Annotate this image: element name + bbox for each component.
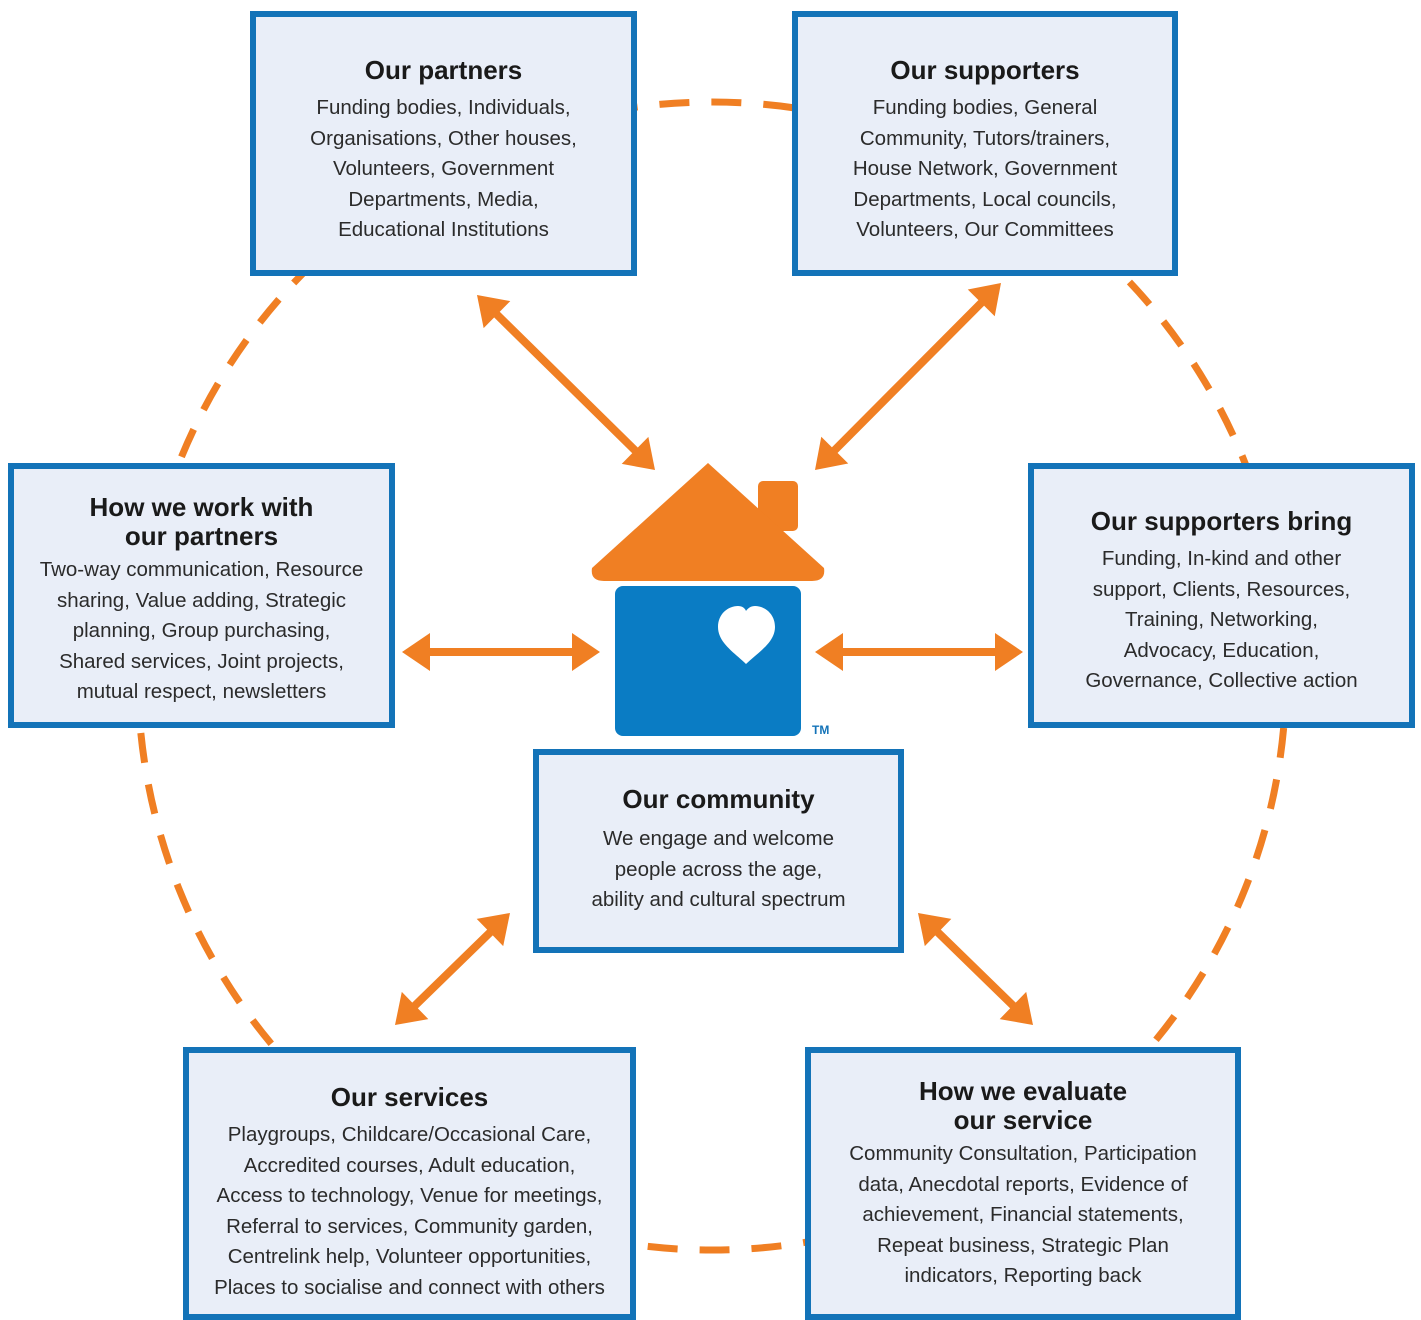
arrowhead	[918, 913, 952, 947]
text-line: sharing, Value adding, Strategic	[56, 588, 347, 612]
text-line: Community, Tutors/trainers,	[859, 126, 1111, 150]
arrow-services-community	[395, 913, 510, 1025]
text-line: indicators, Reporting back	[904, 1264, 1142, 1287]
house-icon	[591, 463, 825, 736]
arrowhead	[621, 436, 655, 470]
title-line: our service	[953, 1105, 1093, 1135]
text-line: Governance, Collective action	[1085, 669, 1358, 692]
community-text: We engage and welcome people across the …	[539, 824, 898, 916]
arrow-partners-house	[477, 295, 655, 470]
arrowhead	[815, 436, 849, 470]
text-line: planning, Group purchasing,	[72, 619, 331, 642]
text-line: Educational Institutions	[338, 218, 549, 241]
house-body	[615, 586, 801, 736]
text-line: Volunteers, Our Committees	[856, 218, 1114, 241]
community-title: Our community	[622, 784, 815, 814]
text-line: data, Anecdotal reports, Evidence of	[858, 1172, 1188, 1196]
text-line: Access to technology, Venue for meetings…	[216, 1184, 603, 1207]
text-line: Departments, Media,	[348, 187, 539, 211]
arrowhead	[402, 633, 430, 671]
arrow-shaft	[829, 297, 987, 456]
text-line: Two-way communication, Resource	[39, 558, 364, 581]
arrow-shaft	[491, 308, 641, 457]
arrowhead	[995, 633, 1023, 671]
partners-text: Funding bodies, Individuals, Organisatio…	[256, 93, 631, 246]
text-line: achievement, Financial statements,	[862, 1203, 1184, 1226]
text-line: ability and cultural spectrum	[591, 888, 846, 911]
text-line: Funding bodies, Individuals,	[316, 96, 571, 119]
arrowhead	[477, 295, 511, 329]
evaluate-title: How we evaluate our service	[811, 1077, 1235, 1135]
text-line: Funding, In-kind and other	[1101, 547, 1342, 570]
text-line: mutual respect, newsletters	[76, 680, 327, 703]
text-line: Referral to services, Community garden,	[226, 1214, 593, 1238]
arrow-supporters-house	[815, 283, 1001, 470]
text-line: Community Consultation, Participation	[849, 1142, 1197, 1165]
heart-icon	[718, 606, 775, 664]
partners-title: Our partners	[364, 55, 523, 85]
arrowhead	[476, 913, 510, 947]
arrowhead	[967, 283, 1001, 317]
arrowhead	[999, 991, 1033, 1025]
supporters-bring-text: Funding, In-kind and other support, Clie…	[1034, 544, 1409, 697]
arrow-evaluate-community	[918, 913, 1033, 1025]
title-line: How we work with	[89, 492, 314, 522]
text-line: Organisations, Other houses,	[310, 126, 577, 150]
text-line: Centrelink help, Volunteer opportunities…	[227, 1245, 592, 1268]
text-line: Shared services, Joint projects,	[59, 649, 344, 673]
arrow-supporters-bring-house	[815, 633, 1023, 671]
text-line: We engage and welcome	[603, 827, 834, 850]
title-line: How we evaluate	[918, 1076, 1128, 1106]
text-line: Places to socialise and connect with oth…	[214, 1275, 605, 1299]
evaluate-box: How we evaluate our service Community Co…	[805, 1047, 1241, 1320]
text-line: Training, Networking,	[1125, 608, 1318, 631]
house-roof	[591, 463, 825, 581]
text-line: Volunteers, Government	[332, 157, 555, 180]
supporters-text: Funding bodies, General Community, Tutor…	[798, 93, 1172, 246]
text-line: people across the age,	[614, 857, 823, 881]
text-line: Advocacy, Education,	[1123, 638, 1320, 662]
arrowhead	[395, 991, 429, 1025]
text-line: support, Clients, Resources,	[1092, 577, 1351, 601]
text-line: Playgroups, Childcare/Occasional Care,	[227, 1123, 592, 1146]
services-box: Our services Playgroups, Childcare/Occas…	[183, 1047, 636, 1320]
trademark-mark: TM	[812, 723, 830, 737]
supporters-box: Our supporters Funding bodies, General C…	[792, 11, 1178, 276]
text-line: Accredited courses, Adult education,	[243, 1153, 576, 1177]
arrow-shaft	[932, 926, 1019, 1012]
text-line: Funding bodies, General	[872, 96, 1098, 119]
how-we-work-text: Two-way communication, Resource sharing,…	[14, 555, 389, 708]
how-we-work-box: How we work with our partners Two-way co…	[8, 463, 395, 728]
supporters-title: Our supporters	[890, 55, 1080, 85]
arrow-how-work-house	[402, 633, 600, 671]
text-line: Repeat business, Strategic Plan	[877, 1233, 1169, 1257]
arrowhead	[815, 633, 843, 671]
partners-box: Our partners Funding bodies, Individuals…	[250, 11, 637, 276]
title-line: our partners	[124, 521, 279, 551]
community-box: Our community We engage and welcome peop…	[533, 749, 904, 953]
services-text: Playgroups, Childcare/Occasional Care, A…	[189, 1120, 630, 1303]
services-title: Our services	[330, 1082, 489, 1112]
text-line: House Network, Government	[852, 157, 1118, 180]
supporters-bring-title: Our supporters bring	[1090, 506, 1353, 536]
text-line: Departments, Local councils,	[853, 187, 1117, 211]
how-we-work-title: How we work with our partners	[14, 493, 389, 551]
supporters-bring-box: Our supporters bring Funding, In-kind an…	[1028, 463, 1415, 728]
evaluate-text: Community Consultation, Participation da…	[811, 1139, 1235, 1292]
arrow-shaft	[409, 926, 496, 1012]
arrowhead	[572, 633, 600, 671]
